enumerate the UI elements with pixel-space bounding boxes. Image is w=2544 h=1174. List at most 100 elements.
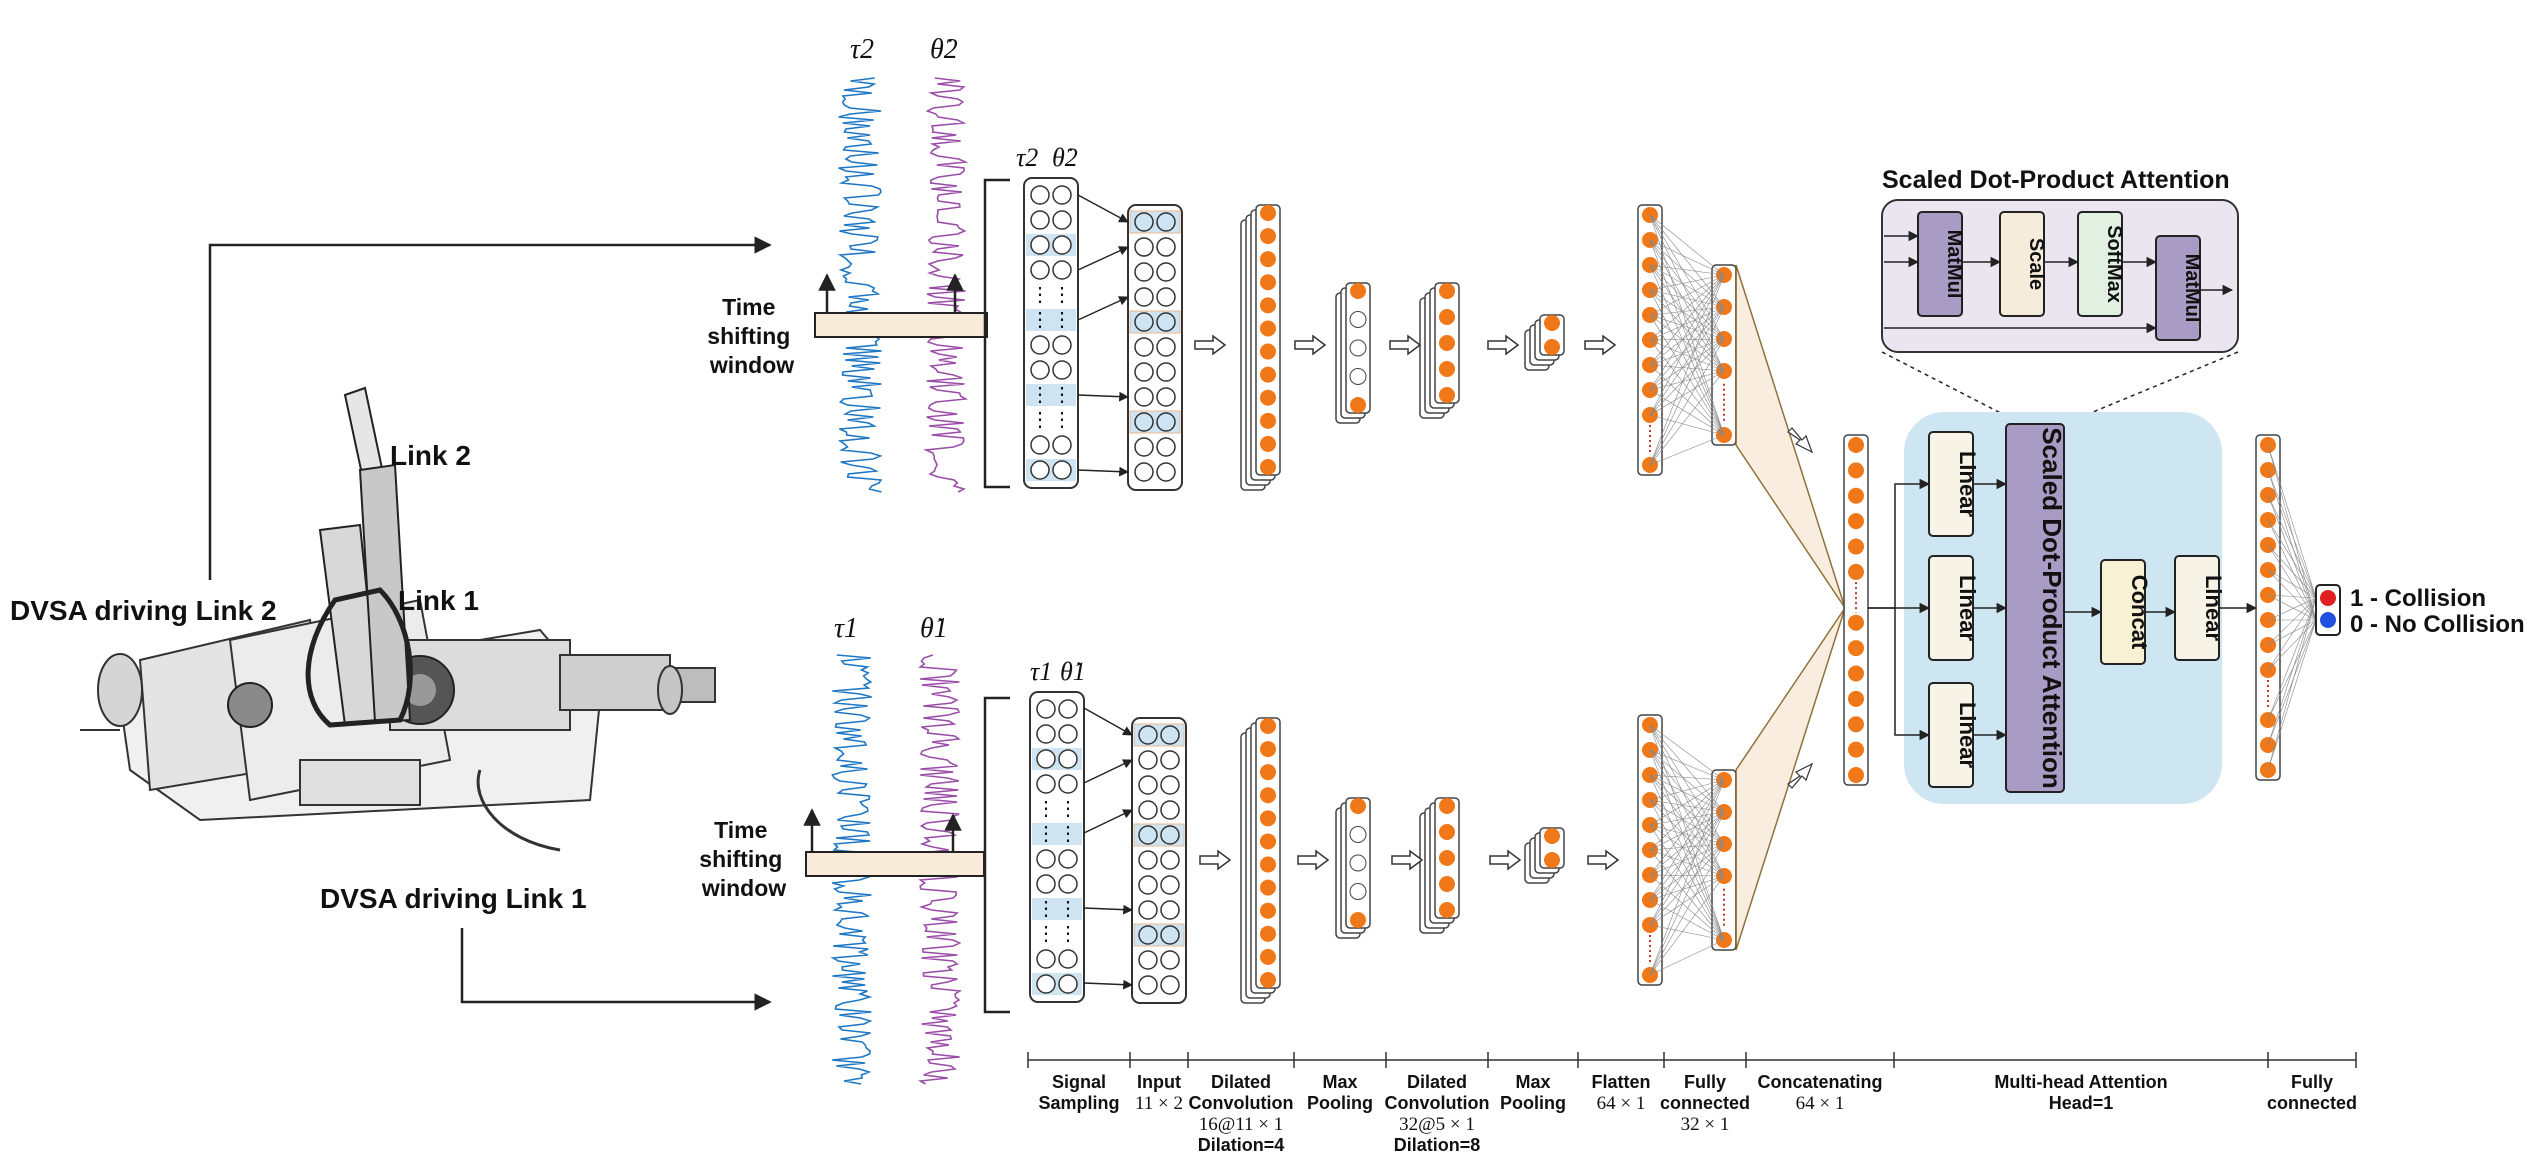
matmul-label-1: MatMul — [1943, 230, 1965, 299]
bottom-conv2-neuron — [1439, 876, 1455, 892]
top-input-node — [1156, 287, 1176, 307]
bottom-input-node — [1138, 925, 1158, 945]
dense-connection — [1649, 799, 1725, 877]
link1-label: Link 1 — [398, 585, 479, 616]
dense-connection — [1649, 289, 1725, 372]
bottom-conv1-neuron — [1260, 718, 1276, 734]
bottom-pool1-neuron — [1349, 883, 1367, 900]
dense-connection — [1649, 811, 1725, 926]
dense-connection — [1649, 239, 1725, 276]
sampling-to-input-arrow — [1077, 391, 1129, 402]
top-sample-node — [1030, 460, 1050, 480]
top-conv1-neuron — [1260, 274, 1276, 291]
sampling-to-input-arrow — [1083, 904, 1133, 915]
dense-connection — [1649, 274, 1725, 341]
top-sample-node — [1030, 235, 1050, 255]
top-conv1-neuron — [1260, 320, 1276, 337]
dense-connection — [1649, 370, 1725, 391]
flow-arrow — [1294, 334, 1327, 356]
top-sample-node — [1052, 335, 1072, 355]
dense-connection — [1649, 874, 1725, 941]
final-connection — [2267, 494, 2317, 599]
dvsa-link2-label: DVSA driving Link 2 — [10, 595, 277, 626]
bottom-conv1-neuron — [1260, 948, 1276, 965]
top-conv1-neuron — [1260, 412, 1276, 429]
top-pool1-neuron — [1349, 368, 1367, 385]
dense-connection — [1649, 274, 1725, 291]
top-conv1-neuron — [1260, 366, 1276, 383]
link1-signal-arrow — [460, 928, 772, 1011]
dense-connection — [1649, 843, 1725, 876]
top-input-node — [1156, 437, 1176, 457]
dense-connection — [1649, 314, 1725, 372]
dense-connection — [1649, 289, 1725, 340]
top-pool1-neuron — [1349, 311, 1367, 328]
bottom-conv2-neuron — [1439, 850, 1455, 866]
bottom-input-node — [1160, 825, 1180, 845]
bottom-conv1-neuron — [1260, 787, 1276, 804]
top-conv2-neuron — [1439, 361, 1455, 377]
bottom-pool1-neuron — [1349, 854, 1367, 872]
final-connection — [2267, 597, 2317, 746]
bottom-conv1-neuron — [1260, 833, 1276, 850]
top-input-node — [1134, 387, 1154, 407]
bottom-sample-node — [1058, 974, 1078, 994]
top-input-node — [1134, 437, 1154, 457]
dense-connection — [1649, 724, 1725, 941]
sampling-to-input-arrow — [1083, 707, 1133, 736]
bottom-sample-node — [1036, 974, 1056, 994]
matmul-box-2 — [2155, 235, 2201, 341]
concat-wedge-top — [1735, 264, 1846, 609]
bottom-input-node — [1138, 850, 1158, 870]
dense-connection — [1649, 338, 1725, 391]
dense-connection — [1649, 843, 1725, 926]
dense-connection — [1649, 779, 1725, 801]
top-input-node — [1134, 262, 1154, 282]
dense-connection — [1649, 338, 1725, 366]
concat-neuron — [1848, 563, 1864, 580]
top-input-node — [1134, 412, 1154, 432]
dense-connection — [1649, 239, 1725, 436]
sampling-bracket-top — [983, 178, 1010, 489]
dense-connection — [1649, 811, 1725, 901]
dense-connection — [1649, 264, 1725, 276]
dense-connection — [1649, 214, 1725, 372]
time-window-bottom-label: Time shifting window — [699, 817, 788, 901]
bottom-conv1-neuron — [1260, 764, 1276, 781]
dense-connection — [1649, 811, 1725, 976]
dense-connection — [1649, 939, 1725, 976]
flow-arrow — [1199, 849, 1232, 871]
dense-connection — [1649, 811, 1725, 851]
dense-connection — [1649, 724, 1725, 845]
theta2-signal-trace — [923, 77, 969, 493]
final-connection — [2267, 597, 2317, 621]
top-sample-node — [1030, 185, 1050, 205]
top-ellipsis: ⋮ — [1052, 384, 1072, 406]
dense-connection — [1649, 724, 1725, 877]
top-sample-node — [1052, 185, 1072, 205]
bottom-input-node — [1138, 725, 1158, 745]
dense-connection — [1649, 370, 1725, 466]
bottom-sample-node — [1036, 849, 1056, 869]
bottom-sample-node — [1058, 749, 1078, 769]
bottom-ellipsis: ⋮ — [1036, 823, 1056, 845]
top-conv1-neuron — [1260, 228, 1276, 245]
concat-neuron — [1848, 690, 1864, 707]
collision-label: 1 - Collision — [2350, 585, 2486, 612]
final-connection — [2267, 597, 2317, 771]
dense-connection — [1649, 289, 1725, 436]
sampling-to-input-arrow — [1077, 466, 1129, 477]
dense-connection — [1649, 274, 1725, 391]
bottom-ellipsis: ⋮ — [1058, 823, 1078, 845]
final-connection — [2267, 594, 2317, 621]
final-connection — [2267, 544, 2317, 621]
top-input-node — [1156, 387, 1176, 407]
bottom-sample-highlight — [1032, 898, 1082, 920]
bottom-conv1-neuron — [1260, 925, 1276, 942]
top-conv1-neuron — [1260, 205, 1276, 221]
tau2-signal-label: τ2 — [850, 34, 874, 65]
top-input-node — [1134, 212, 1154, 232]
dense-connection — [1649, 749, 1725, 781]
